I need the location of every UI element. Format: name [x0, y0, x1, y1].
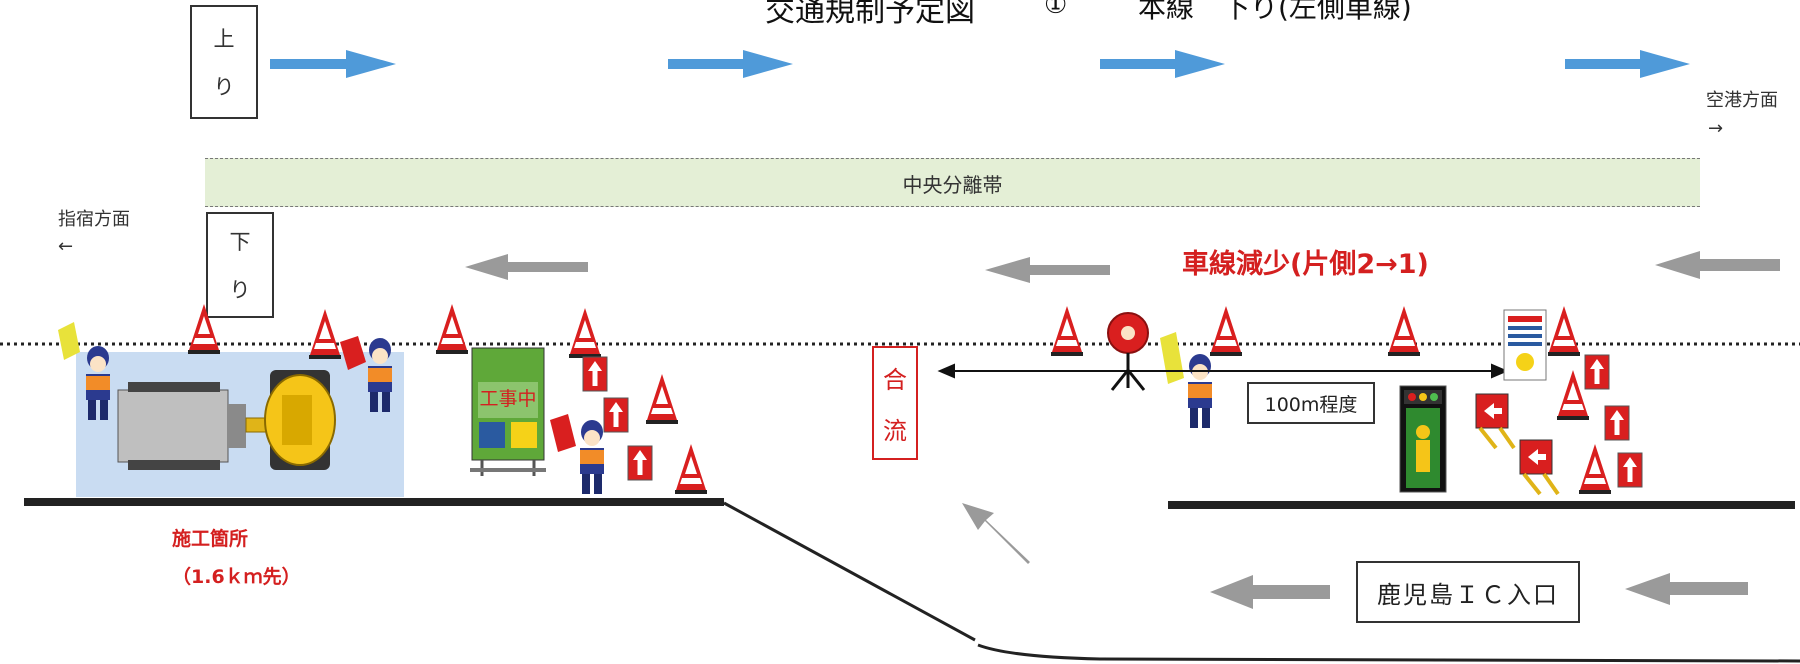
diagram-subtitle: 本線 下り(左側車線) [1138, 0, 1412, 24]
flagger-icon [340, 336, 392, 412]
ibusuki-arrow: ← [58, 236, 74, 257]
arrow-sign-icon [603, 397, 629, 433]
arrow-sign-icon [582, 356, 608, 392]
traffic-cone-icon [188, 304, 220, 354]
blue-arrow-icon [1100, 50, 1225, 78]
traffic-cone-icon [436, 304, 468, 354]
blue-arrow-icon [270, 50, 396, 78]
warning-lamp-icon [1107, 312, 1149, 391]
traffic-cone-icon [1548, 306, 1580, 356]
gray-arrow-icon [985, 257, 1110, 283]
road-edge-right [1168, 501, 1795, 509]
airport-direction: 空港方面 [1706, 90, 1778, 111]
arrow-board-icon [470, 347, 546, 476]
barricade-icon [1475, 393, 1516, 450]
airport-arrow: → [1708, 118, 1724, 139]
merge-arrow-icon [962, 503, 1030, 564]
diagram-title: 交通規制予定図 [765, 0, 975, 29]
traffic-cone-icon [309, 309, 341, 359]
traffic-cone-icon [675, 444, 707, 494]
flagger-icon [1160, 332, 1212, 428]
flagger-icon [58, 322, 110, 420]
central-median: 中央分離帯 [205, 158, 1700, 207]
arrow-sign-icon [1584, 354, 1610, 390]
up-lane-arrows [270, 50, 1690, 78]
arrow-sign-icon [1604, 405, 1630, 441]
traffic-cone-icon [646, 374, 678, 424]
down-lane-char2: り [229, 278, 251, 302]
merge-label: 合 流 [872, 346, 918, 460]
ic-entrance-label: 鹿児島ＩＣ入口 [1356, 561, 1580, 623]
arrow-sign-icon [1617, 452, 1643, 488]
excavator-icon [117, 370, 336, 470]
lane-reduction-label: 車線減少(片側2→1) [1182, 249, 1429, 280]
blue-arrow-icon [668, 50, 793, 78]
down-lane-char1: 下 [229, 230, 251, 254]
construction-sign-text: 工事中 [479, 388, 537, 410]
signboard-icon [1503, 309, 1547, 381]
traffic-cone-icon [1051, 306, 1083, 356]
road-edge-left [24, 498, 724, 506]
distance-label: 100m程度 [1247, 382, 1375, 424]
barricade-icon [1519, 439, 1560, 496]
blue-arrow-icon [1565, 50, 1690, 78]
ramp-edge-bottom [977, 643, 1800, 663]
flagger-icon [550, 414, 604, 494]
merge-char1: 合 [883, 366, 907, 394]
arrow-sign-icon [627, 445, 653, 481]
gray-arrow-icon [1210, 575, 1330, 609]
down-lane-label: 下 り [206, 212, 274, 318]
ibusuki-direction: 指宿方面 [58, 209, 130, 230]
traffic-cone-icon [1579, 444, 1611, 494]
down-lane-arrows [465, 251, 1780, 609]
up-lane-label: 上 り [190, 5, 258, 119]
median-label: 中央分離帯 [902, 173, 1003, 197]
worksite-label: 施工箇所 [172, 528, 249, 550]
diagram-number: ① [1044, 0, 1068, 20]
gray-arrow-icon [1625, 573, 1748, 605]
up-lane-char1: 上 [213, 27, 235, 51]
signal-light-icon [1399, 385, 1447, 493]
worksite-distance: （1.6ｋｍ先） [172, 566, 301, 588]
traffic-cone-icon [1557, 370, 1589, 420]
gray-arrow-icon [465, 254, 588, 280]
ramp-edge [723, 501, 976, 642]
traffic-cone-icon [1210, 306, 1242, 356]
up-lane-char2: り [213, 75, 235, 99]
traffic-cone-icon [1388, 306, 1420, 356]
distance-arrow [937, 363, 1509, 379]
traffic-cone-icon [569, 308, 601, 358]
merge-char2: 流 [883, 417, 907, 445]
flaggers [58, 322, 1212, 494]
gray-arrow-icon [1655, 251, 1780, 279]
